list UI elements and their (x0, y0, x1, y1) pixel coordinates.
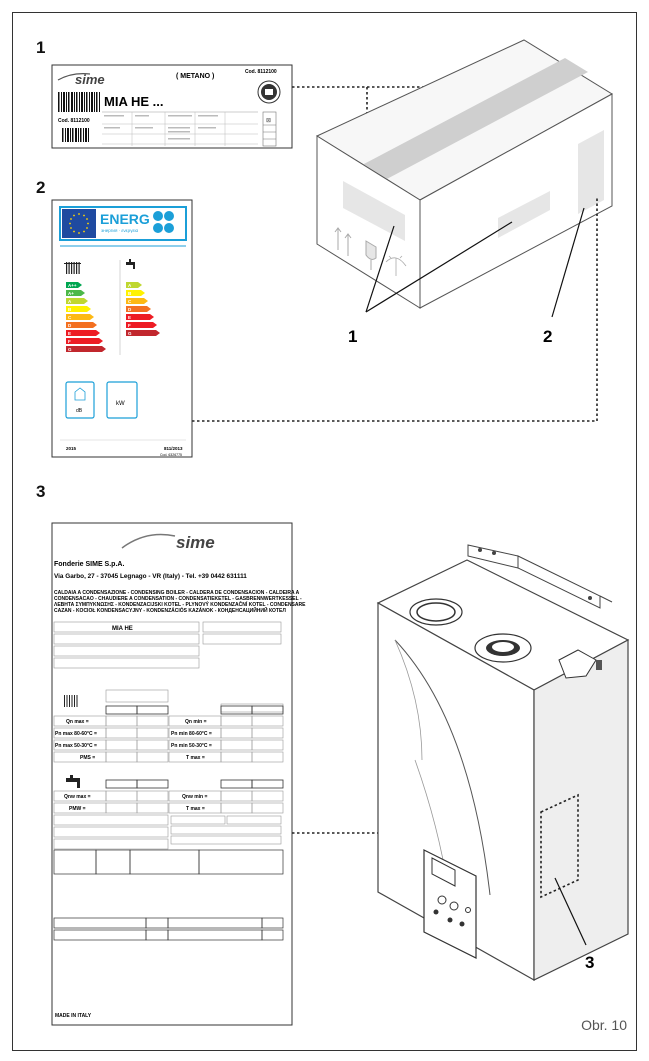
figure-caption: Obr. 10 (581, 1017, 627, 1033)
heating-class-arrow (66, 314, 94, 320)
water-class-arrow (126, 314, 154, 320)
water-class-label: B (128, 291, 132, 296)
tap-icon (126, 259, 135, 269)
label1-brand: sime (75, 72, 105, 87)
packaging-box (315, 39, 613, 309)
qnw-max-label: Qnw max = (64, 794, 91, 800)
keep-dry-icon (385, 255, 407, 276)
tmax-water-label: T max = (186, 806, 205, 812)
data-plate: sime Fonderie SIME S.p.A. Via Garbo, 27 … (51, 522, 306, 1026)
data-plate-model: MIA HE (112, 626, 133, 632)
packaging-label: sime ( METANO ) Cod. 8112100 (51, 64, 293, 149)
boiler-unit (376, 544, 630, 982)
pms-label: PMS = (80, 755, 95, 761)
heating-class-label: F (68, 339, 71, 344)
tmax-heating-label: T max = (186, 755, 205, 761)
label1-code: Cod. 8112100 (245, 69, 277, 75)
pn-min-50-label: Pn min 50-30°C = (171, 743, 212, 749)
this-way-up-icon (334, 227, 352, 256)
callout-number-1-top: 1 (36, 38, 46, 57)
heating-class-arrow (66, 306, 91, 312)
water-class-label: F (128, 323, 131, 328)
water-class-label: A (128, 283, 132, 288)
pmw-label: PMW = (69, 806, 86, 812)
heating-class-arrow (66, 322, 97, 328)
callout-number-2-top: 2 (36, 178, 46, 197)
data-plate-desc-1: CALDAIA A CONDENSAZIONE - CONDENSING BOI… (54, 590, 300, 596)
callout-number-3-boiler: 3 (585, 953, 594, 972)
water-class-arrow (126, 322, 157, 328)
label1-barcode-code: Cod. 8112100 (58, 118, 90, 124)
leader-3 (554, 877, 587, 946)
heating-class-label: G (68, 347, 72, 352)
leader-1b (365, 221, 513, 313)
heating-class-label: E (68, 331, 71, 336)
energy-label-brand: ENERG (100, 211, 150, 227)
water-class-arrow (126, 298, 148, 304)
pn-max-80-label: Pn max 80-60°C = (55, 731, 97, 737)
heating-class-label: A+ (68, 291, 74, 296)
heating-class-arrow (66, 346, 106, 352)
callout-number-3-top: 3 (36, 482, 46, 501)
barcode (58, 92, 100, 142)
heating-class-arrow (66, 330, 100, 336)
energy-label-reg: 811/2013 (164, 446, 183, 451)
water-class-label: G (128, 331, 132, 336)
water-class-arrow (126, 330, 160, 336)
pn-max-50-label: Pn max 50-30°C = (55, 743, 97, 749)
water-class-arrow (126, 306, 151, 312)
energy-label-year: 2015 (66, 446, 77, 451)
qn-max-label: Qn max = (66, 719, 89, 725)
heating-class-label: D (68, 323, 72, 328)
water-class-arrow (126, 290, 145, 296)
heating-class-label: B (68, 307, 72, 312)
heating-class-label: A (68, 299, 72, 304)
heating-class-arrow (66, 282, 82, 288)
heating-class-label: A++ (68, 283, 77, 288)
figure-frame (12, 12, 637, 1051)
data-plate-desc-4: CAZAN - KOCIOŁ KONDENSACYJNY - KONDENZÁC… (54, 606, 286, 614)
stack-icon: ⊠ (266, 118, 271, 124)
connector-label2 (192, 198, 598, 422)
kw-label: kW (116, 401, 125, 407)
heating-class-arrow (66, 290, 85, 296)
callout-number-1-box: 1 (348, 327, 357, 346)
radiator-icon (64, 262, 81, 274)
water-class-label: E (128, 315, 131, 320)
qnw-min-label: Qnw min = (182, 794, 208, 800)
water-class-label: D (128, 307, 132, 312)
callout-number-2-box: 2 (543, 327, 552, 346)
water-class-arrow (126, 282, 142, 288)
label1-model: MIA HE ... (104, 94, 163, 109)
data-plate-address: Via Garbo, 27 - 37045 Legnago - VR (Ital… (54, 573, 247, 580)
qn-min-label: Qn min = (185, 719, 207, 725)
heating-class-label: C (68, 315, 72, 320)
heating-class-arrow (66, 298, 88, 304)
leader-2 (551, 207, 585, 318)
data-plate-desc-3: ΛΕΒΗΤΑ ΣΥΜΠΥΚΝΩΣΗΣ - KONDENZACIJSKI KOTE… (54, 600, 306, 608)
water-class-label: C (128, 299, 132, 304)
data-plate-location (540, 793, 579, 899)
water-section-icon (66, 775, 80, 788)
heating-class-arrow (66, 338, 103, 344)
data-plate-desc-2: CONDENSACAO - CHAUDIERE A CONDENSATION -… (54, 596, 302, 602)
energy-label-code: Cod. 6326775 (160, 453, 182, 457)
fragile-icon (365, 240, 377, 270)
data-plate-company: Fonderie SIME S.p.A. (54, 561, 124, 568)
energy-label-sub: энергия · ενεργεια (101, 228, 138, 233)
label1-gas: ( METANO ) (176, 73, 214, 80)
db-label: dB (76, 408, 83, 414)
pn-min-80-label: Pn min 80-60°C = (171, 731, 212, 737)
data-plate-brand: sime (176, 533, 215, 552)
leader-1a (365, 225, 395, 313)
made-in-italy: MADE IN ITALY (55, 1013, 92, 1019)
